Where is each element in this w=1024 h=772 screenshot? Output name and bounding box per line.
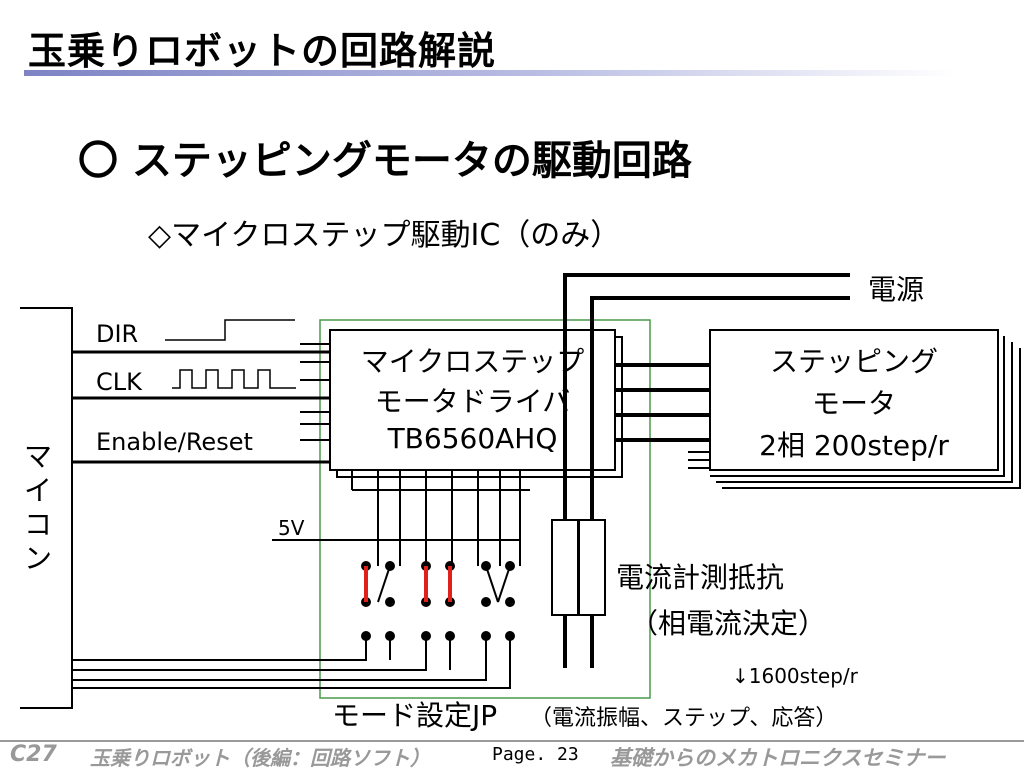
sense-resistor-1 [551, 519, 579, 616]
title-underline [24, 70, 954, 76]
dir-label: DIR [96, 320, 139, 348]
clk-waveform [172, 369, 296, 389]
power-line-2 [590, 296, 850, 520]
dir-waveform [165, 319, 295, 341]
page-title: 玉乗りロボットの回路解説 [28, 29, 497, 73]
power-label: 電源 [868, 273, 925, 306]
sub-heading: ◇マイクロステップ駆動IC（のみ） [148, 218, 621, 253]
enable-reset-label: Enable/Reset [96, 428, 253, 456]
footer-title: 玉乗りロボット（後編：回路ソフト） [90, 746, 430, 770]
footer-seminar: 基礎からのメカトロニクスセミナー [610, 746, 946, 770]
motor-spec: 2相 200step/r [759, 429, 949, 462]
mcu-bracket [20, 307, 73, 709]
motor-label-line2: モータ [811, 387, 896, 420]
footer-code: C27 [10, 742, 57, 767]
driver-part-number: TB6560AHQ [387, 422, 558, 455]
driver-label-line2: モータドライバ [374, 385, 571, 418]
section-heading: 〇 ステッピングモータの駆動回路 [78, 138, 692, 184]
footer-page: Page. 23 [492, 744, 579, 765]
mcu-label: マイコン [24, 440, 53, 575]
jumpers-red [364, 566, 452, 602]
5v-label: 5V [278, 516, 305, 540]
power-line-1 [563, 273, 850, 520]
board-outline [319, 319, 651, 699]
sense-resistor-2 [578, 519, 606, 616]
sense-resistor-note: （相電流決定） [630, 607, 827, 640]
step-note: ↓1600step/r [732, 664, 858, 688]
motor-label-line1: ステッピング [769, 345, 938, 378]
jumper-label: モード設定JP [332, 699, 498, 732]
driver-box [329, 329, 616, 471]
jumper-note: （電流振幅、ステップ、応答） [530, 706, 838, 731]
motor-box [709, 329, 999, 471]
circuit-diagram [20, 273, 1021, 709]
clk-label: CLK [96, 368, 142, 396]
sense-resistor-label: 電流計測抵抗 [616, 561, 785, 594]
jumper-pins-bottom [361, 631, 515, 641]
footer-rule [0, 740, 1024, 742]
driver-label-line1: マイクロステップ [360, 345, 585, 378]
